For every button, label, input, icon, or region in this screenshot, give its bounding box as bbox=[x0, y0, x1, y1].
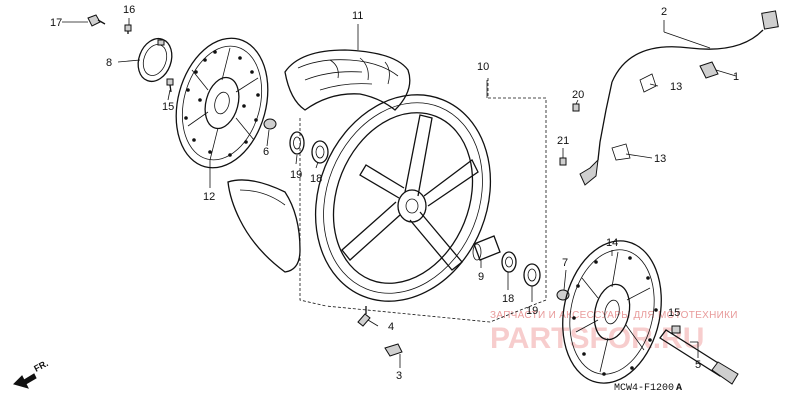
clip-13-lower bbox=[611, 143, 631, 161]
rim-band bbox=[227, 179, 301, 273]
valve-4 bbox=[357, 306, 371, 327]
bolt-20 bbox=[572, 103, 580, 112]
callout-2: 2 bbox=[661, 6, 667, 18]
callout-21: 21 bbox=[557, 135, 569, 147]
leader-lines bbox=[62, 18, 737, 368]
diagram-code-text: MCW4-F1200 bbox=[614, 383, 674, 394]
seal-18-lower bbox=[501, 251, 517, 273]
bearing-19-lower bbox=[523, 263, 541, 287]
callout-12: 12 bbox=[203, 191, 215, 203]
callout-15-right: 15 bbox=[668, 307, 680, 319]
direction-label: FR. bbox=[32, 358, 49, 374]
bolt-15-right bbox=[671, 325, 681, 334]
callout-9: 9 bbox=[478, 271, 484, 283]
bolt-15-left bbox=[166, 78, 174, 93]
clip-13-upper bbox=[639, 73, 657, 93]
diagram-code: MCW4-F1200 A bbox=[614, 383, 682, 394]
pulser-ring bbox=[137, 37, 173, 83]
clip-1 bbox=[699, 61, 719, 79]
diagram-code-suffix: A bbox=[676, 383, 682, 394]
seal-18-upper bbox=[311, 140, 329, 164]
callout-20: 20 bbox=[572, 89, 584, 101]
callout-19-lower: 19 bbox=[526, 305, 538, 317]
wheel-rim bbox=[314, 94, 492, 302]
left-brake-disc bbox=[175, 37, 269, 169]
spacer-9 bbox=[472, 235, 501, 261]
assembly-frame bbox=[299, 78, 547, 323]
callout-8: 8 bbox=[106, 57, 112, 69]
front-axle bbox=[659, 329, 739, 385]
callout-3: 3 bbox=[396, 370, 402, 382]
cap-3 bbox=[384, 343, 403, 357]
callout-17: 17 bbox=[50, 17, 62, 29]
bolt-16 bbox=[124, 24, 132, 34]
callout-18-lower: 18 bbox=[502, 293, 514, 305]
callout-numbers: 1 2 3 4 5 6 7 8 9 10 11 12 13 13 14 15 1… bbox=[50, 4, 739, 382]
callout-18-upper: 18 bbox=[310, 173, 322, 185]
callout-10: 10 bbox=[477, 61, 489, 73]
callout-15-left: 15 bbox=[162, 101, 174, 113]
callout-16: 16 bbox=[123, 4, 135, 16]
callout-1: 1 bbox=[733, 71, 739, 83]
front-arrow-icon bbox=[13, 373, 37, 389]
callout-14: 14 bbox=[606, 237, 618, 249]
callout-5: 5 bbox=[695, 359, 701, 371]
callout-11: 11 bbox=[352, 10, 363, 22]
watermark-brand: PARTSFOR.RU bbox=[490, 322, 704, 355]
watermark-caption: ЗАПЧАСТИ И АКСЕССУАРЫ ДЛЯ МОТОТЕХНИКИ bbox=[490, 310, 738, 321]
right-brake-disc bbox=[562, 240, 662, 384]
callout-6: 6 bbox=[263, 146, 269, 158]
callout-7: 7 bbox=[562, 257, 568, 269]
bolt-17 bbox=[87, 14, 106, 27]
bolt-21 bbox=[559, 157, 567, 166]
watermark: ЗАПЧАСТИ И АКСЕССУАРЫ ДЛЯ МОТОТЕХНИКИ PA… bbox=[490, 310, 738, 355]
bearing-19-upper bbox=[289, 131, 305, 155]
speed-sensor-cable bbox=[579, 10, 779, 186]
callout-13-lower: 13 bbox=[654, 153, 666, 165]
collar-6 bbox=[263, 118, 277, 130]
callout-13-upper: 13 bbox=[670, 81, 682, 93]
callout-19-upper: 19 bbox=[290, 169, 302, 181]
tire bbox=[284, 49, 411, 111]
callout-4: 4 bbox=[388, 321, 394, 333]
front-direction-indicator: FR. bbox=[13, 358, 50, 389]
